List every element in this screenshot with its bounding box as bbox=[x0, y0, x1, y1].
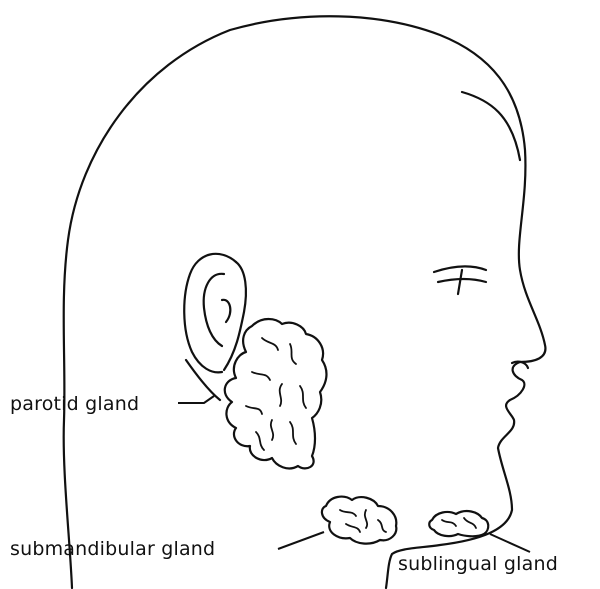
eye-lash bbox=[458, 270, 462, 294]
hairline bbox=[462, 92, 520, 160]
head-outline bbox=[64, 16, 546, 588]
ear-inner bbox=[204, 274, 224, 346]
submandibular-leader-line bbox=[278, 532, 324, 549]
submandibular-gland-label: submandibular gland bbox=[10, 540, 215, 559]
sublingual-gland bbox=[429, 511, 488, 536]
eye-upper-line bbox=[434, 266, 486, 272]
parotid-gland-label: parotid gland bbox=[10, 395, 139, 414]
eye-lower-line bbox=[438, 279, 486, 282]
sublingual-leader-line bbox=[490, 534, 530, 552]
parotid-leader-line bbox=[178, 396, 214, 403]
sublingual-gland-label: sublingual gland bbox=[398, 555, 558, 574]
parotid-gland bbox=[225, 319, 327, 468]
ear-canal bbox=[222, 300, 230, 322]
submandibular-gland bbox=[322, 497, 396, 544]
ear-outer bbox=[184, 254, 236, 373]
